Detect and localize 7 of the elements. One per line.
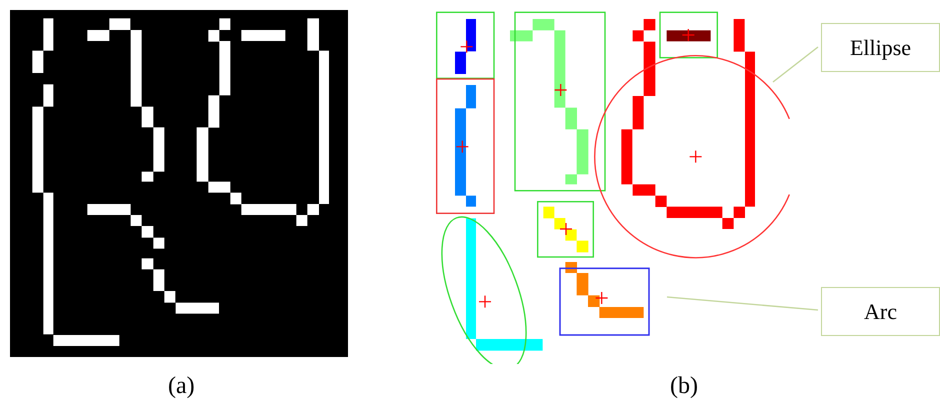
bounding-box [559, 268, 650, 336]
leader-line [666, 296, 818, 311]
panel-label: (b) [670, 374, 698, 398]
panel-label: (a) [168, 374, 195, 398]
callout-box: Arc [821, 287, 940, 336]
leader-line [772, 46, 818, 83]
callout-box: Ellipse [821, 23, 940, 72]
